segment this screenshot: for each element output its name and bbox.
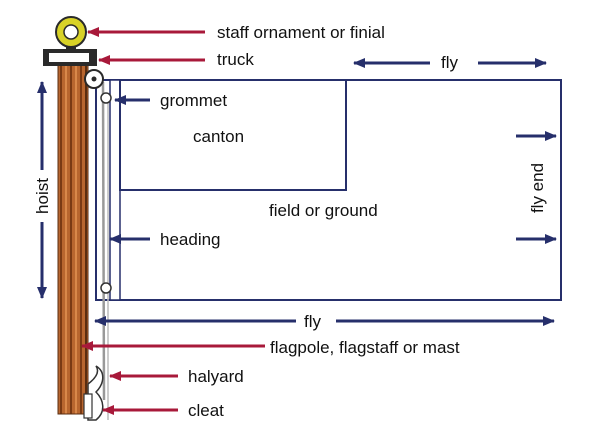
fly-end-label: fly end [528, 163, 547, 213]
canton-label: canton [193, 127, 244, 146]
flagpole [57, 63, 89, 415]
truck [43, 49, 97, 66]
pole-label: flagpole, flagstaff or mast [270, 338, 460, 357]
halyard-line [101, 81, 106, 401]
heading-label: heading [160, 230, 221, 249]
halyard-label: halyard [188, 367, 244, 386]
grommet-top [100, 92, 112, 104]
field-label: field or ground [269, 201, 378, 220]
finial-label: staff ornament or finial [217, 23, 385, 42]
grommet-label: grommet [160, 91, 227, 110]
hoist-label: hoist [33, 178, 52, 214]
cleat [83, 365, 104, 421]
cleat-label: cleat [188, 401, 224, 420]
grommet-bottom [100, 282, 112, 294]
fly-top-label: fly [441, 53, 459, 72]
canton-rect [119, 79, 347, 191]
flag-heading-strip [109, 79, 121, 301]
truck-label: truck [217, 50, 254, 69]
pulley [84, 69, 104, 89]
fly-bottom-label: fly [304, 312, 322, 331]
finial [55, 16, 87, 51]
